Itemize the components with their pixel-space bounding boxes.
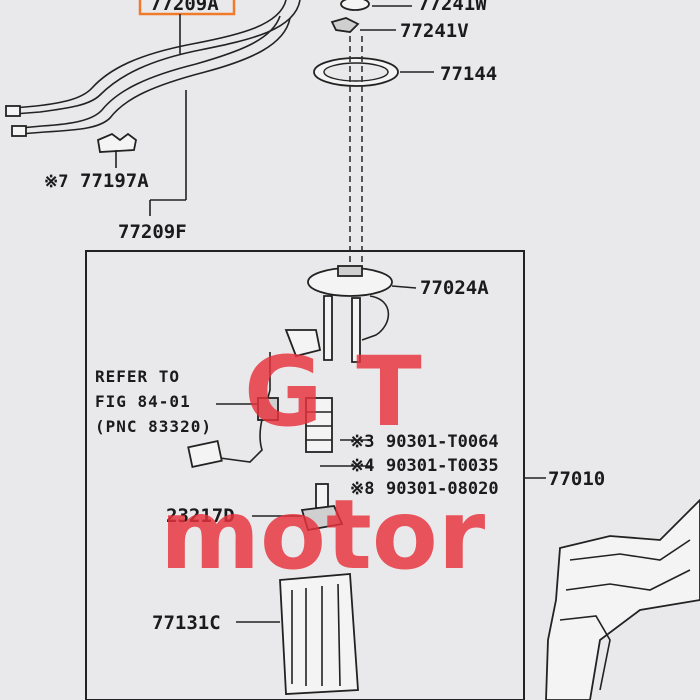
label-77241v: 77241V — [400, 20, 469, 42]
highlight-box — [138, 0, 236, 16]
label-77197a-mark: ※7 — [44, 172, 68, 192]
bracket-shape — [284, 329, 322, 358]
refer-line-2: FIG 84-01 — [95, 392, 191, 411]
bolt2-mark: ※4 — [350, 456, 374, 476]
sender-unit — [257, 397, 279, 421]
clamp-77197a — [96, 132, 137, 153]
tube-end-upper — [5, 105, 21, 117]
label-77241w: 77241W — [418, 0, 487, 15]
label-77209a: 77209A — [150, 0, 219, 15]
bolt1-mark: ※3 — [350, 432, 374, 452]
label-23217d: 23217D — [166, 505, 235, 527]
fuel-tube-assembly — [5, 0, 301, 216]
bolt3-number: 90301-08020 — [386, 479, 499, 499]
label-77024a: 77024A — [420, 277, 489, 299]
label-77131c: 77131C — [152, 612, 221, 634]
label-77144: 77144 — [440, 63, 497, 85]
assembly-frame-77010 — [85, 250, 525, 700]
label-77197a: 77197A — [80, 170, 149, 192]
watermark-line-1: G T — [244, 336, 422, 448]
refer-line-1: REFER TO — [95, 367, 180, 386]
fuel-tank-fragment — [545, 498, 700, 700]
sender-float — [187, 440, 223, 468]
fuel-filter — [305, 397, 333, 453]
fuel-pump-components — [187, 265, 417, 695]
bolt3-mark: ※8 — [350, 479, 374, 499]
label-77010: 77010 — [548, 468, 605, 490]
bolt1-number: 90301-T0064 — [386, 432, 499, 452]
part-77241w-shape — [340, 0, 370, 11]
label-77209f: 77209F — [118, 221, 187, 243]
watermark-line-2: motor — [160, 479, 486, 591]
tube-end-lower — [11, 125, 27, 137]
part-77241v-shape — [330, 17, 360, 33]
refer-line-3: (PNC 83320) — [95, 417, 212, 436]
retainer-stack — [313, 0, 434, 268]
pump-23217d — [300, 505, 344, 532]
bolt2-number: 90301-T0035 — [386, 456, 499, 476]
